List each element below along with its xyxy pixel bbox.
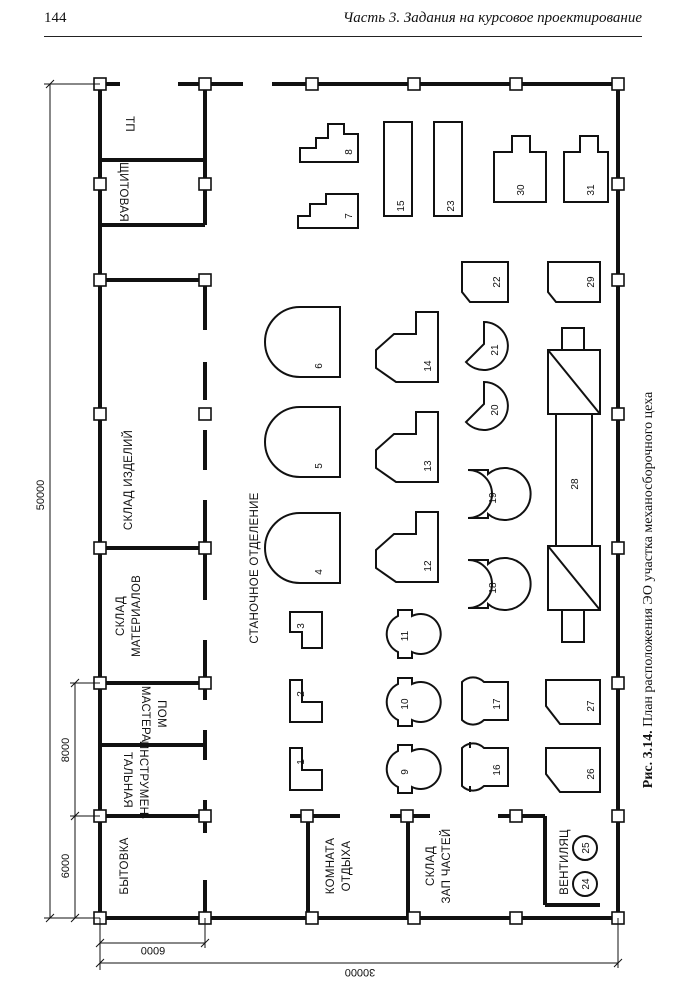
machine-30	[493, 135, 547, 203]
machine-23	[433, 121, 463, 217]
label-4: 4	[314, 569, 325, 575]
room-instr-1: ИНСТРУМЕН-	[137, 741, 149, 820]
page-number: 144	[44, 10, 67, 26]
machine-1	[289, 747, 323, 791]
room-instr-2: ТАЛЬНАЯ	[121, 752, 133, 808]
machine-27	[545, 679, 601, 725]
machine-2	[289, 679, 323, 723]
label-7: 7	[344, 213, 355, 219]
label-11: 11	[400, 630, 411, 641]
label-8: 8	[344, 149, 355, 155]
machine-12	[375, 511, 439, 583]
machine-5	[264, 406, 341, 478]
columns	[93, 77, 625, 925]
room-zap-1: СКЛАД	[425, 846, 437, 886]
dimension-lines	[44, 79, 623, 970]
machine-13	[375, 411, 439, 483]
room-ventil: ВЕНТИЛЯЦ	[559, 829, 571, 895]
machine-14	[375, 311, 439, 383]
machine-22	[461, 261, 509, 303]
label-20: 20	[490, 404, 501, 416]
machine-26	[545, 747, 601, 793]
label-28: 28	[570, 478, 581, 490]
label-25: 25	[581, 842, 592, 854]
room-pom-mastera-1: ПОМ	[155, 700, 167, 728]
label-30: 30	[516, 184, 527, 196]
room-sklad-materialov-2: МАТЕРИАЛОВ	[131, 575, 143, 657]
machine-15	[383, 121, 413, 217]
label-19: 19	[488, 492, 499, 504]
room-zap-2: ЗАП ЧАСТЕЙ	[440, 829, 453, 904]
machine-18	[467, 557, 532, 611]
label-15: 15	[396, 200, 407, 212]
label-1: 1	[296, 759, 307, 765]
machine-6	[264, 306, 341, 378]
machine-29	[547, 261, 601, 303]
label-10: 10	[400, 698, 411, 710]
label-17: 17	[492, 698, 503, 710]
label-31: 31	[586, 184, 597, 196]
machine-4	[264, 512, 341, 584]
machine-11	[385, 609, 442, 659]
dim-6000-left: 6000	[60, 854, 72, 878]
label-18: 18	[488, 582, 499, 594]
equipment-outlines	[264, 121, 609, 897]
machine-17	[461, 676, 509, 726]
label-23: 23	[446, 200, 457, 212]
machine-16	[461, 742, 509, 792]
machine-3	[289, 611, 323, 649]
machine-9	[385, 744, 442, 794]
room-shchitovaya: ЩИТОВАЯ	[117, 162, 129, 222]
room-pom-mastera-2: МАСТЕРА	[139, 686, 151, 742]
room-bytovka: БЫТОВКА	[119, 837, 131, 894]
dim-50000: 50000	[35, 480, 47, 511]
partitions	[100, 84, 600, 918]
machine-31	[563, 135, 609, 203]
room-komnata-1: КОМНАТА	[325, 838, 337, 895]
fan-25	[572, 835, 598, 861]
room-sklad-izdeliy: СКЛАД ИЗДЕЛИЙ	[122, 430, 135, 530]
label-29: 29	[586, 276, 597, 288]
dim-6000-bottom: 6000	[141, 944, 165, 956]
machine-8	[299, 123, 359, 163]
machine-10	[385, 677, 442, 727]
machine-19	[467, 467, 532, 521]
dim-30000: 30000	[345, 966, 376, 978]
fan-24	[572, 871, 598, 897]
dim-8000: 8000	[60, 738, 72, 762]
label-24: 24	[581, 878, 592, 890]
room-komnata-2: ОТДЫХА	[341, 841, 353, 892]
label-2: 2	[296, 691, 307, 697]
machine-7	[297, 193, 359, 229]
label-16: 16	[492, 764, 503, 776]
room-stanochnoe: СТАНОЧНОЕ ОТДЕЛЕНИЕ	[249, 492, 261, 643]
header-rule	[44, 36, 642, 37]
room-sklad-materialov-1: СКЛАД	[115, 596, 127, 636]
label-6: 6	[314, 363, 325, 369]
label-27: 27	[586, 700, 597, 712]
label-9: 9	[400, 769, 411, 775]
running-header: Часть 3. Задания на курсовое проектирова…	[342, 10, 642, 26]
machine-28	[547, 327, 601, 643]
label-5: 5	[314, 463, 325, 469]
machine-20	[464, 380, 509, 431]
machine-21	[464, 320, 509, 371]
figure-caption: Рис. 3.14. План расположения ЭО участка …	[641, 391, 656, 788]
room-tp: ТП	[123, 116, 135, 132]
label-13: 13	[423, 460, 434, 472]
label-14: 14	[423, 360, 434, 372]
label-12: 12	[423, 560, 434, 572]
label-22: 22	[492, 276, 503, 288]
label-21: 21	[490, 344, 501, 356]
label-26: 26	[586, 768, 597, 780]
label-3: 3	[296, 623, 307, 629]
